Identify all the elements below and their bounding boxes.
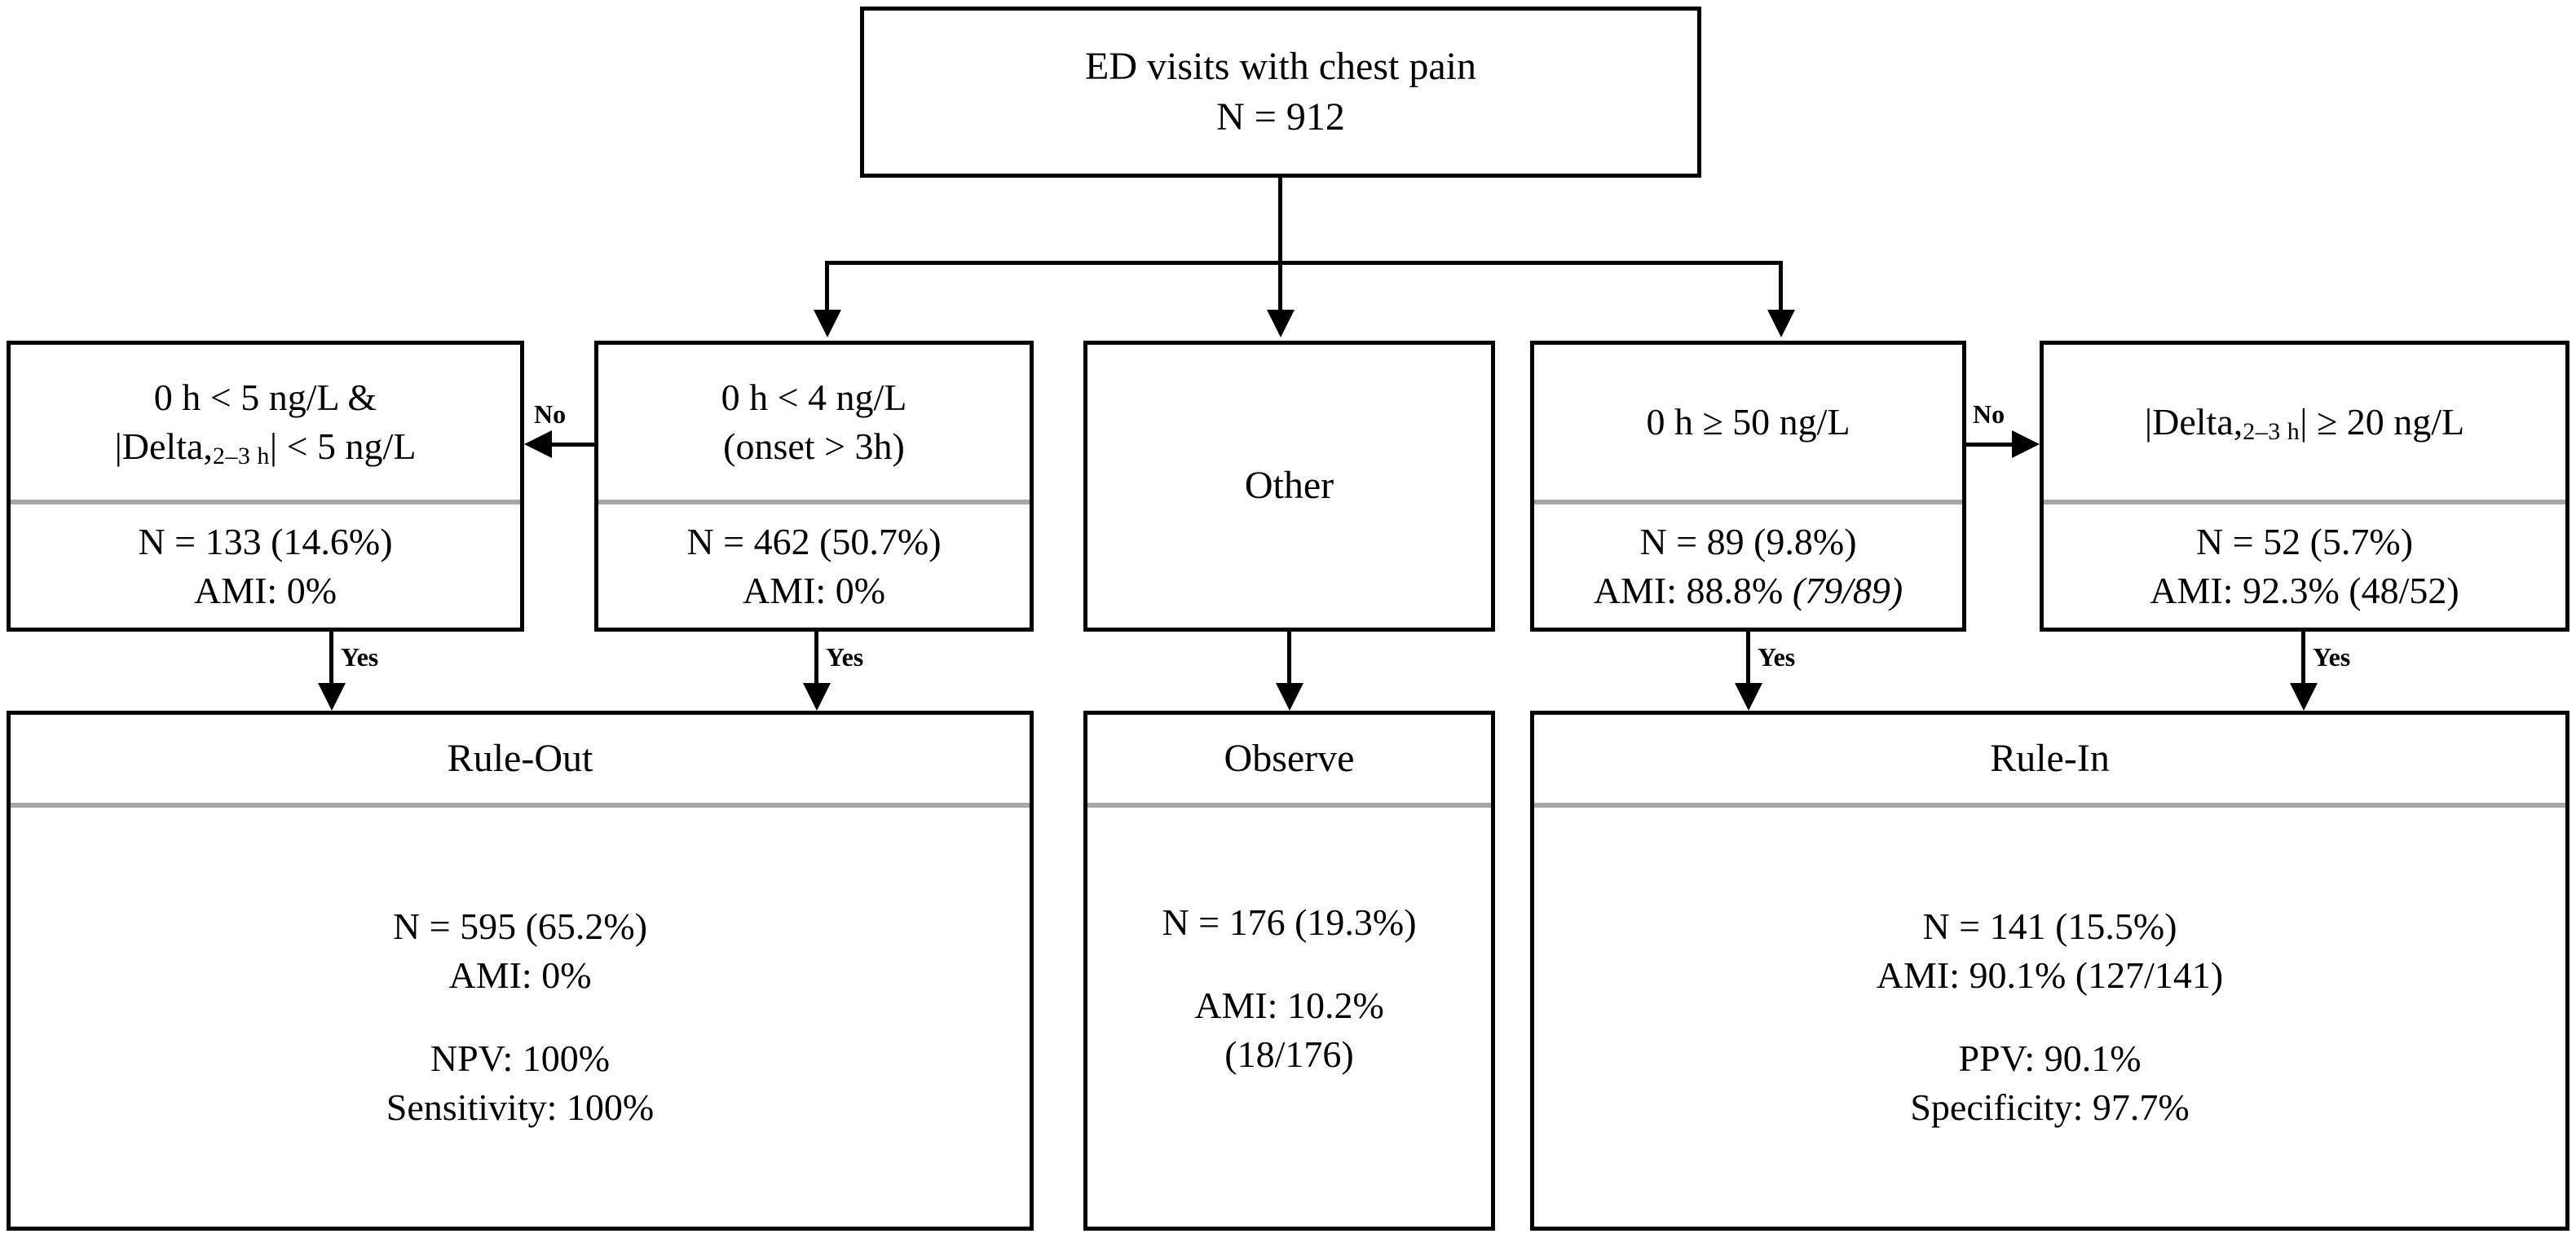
yes-connector-4 [1746,632,1750,687]
arrow-to-box2 [814,310,841,337]
outcome-line: AMI: 90.1% (127/141) [1876,954,2224,997]
criteria-header-3: Other [1087,345,1491,628]
criteria-stats-5: N = 52 (5.7%) AMI: 92.3% (48/52) [2044,504,2565,628]
yes-connector-5 [2301,632,2305,687]
yes-connector-2 [814,632,818,687]
outcome-line: AMI: 10.2% [1194,985,1384,1027]
edge-label-yes-5: Yes [2313,642,2351,672]
outcome-title-wrap-observe: Observe [1087,715,1491,803]
edge-label-yes-1: Yes [341,642,379,672]
outcome-line: Sensitivity: 100% [386,1086,655,1128]
arrow-to-box3 [1267,310,1295,337]
arrow-no-right [2012,430,2040,458]
outcome-line: AMI: 0% [448,954,592,997]
arrow-no-left [524,430,552,458]
outcome-title-wrap-rule-in: Rule-In [1534,715,2565,803]
outcome-title-rule-out: Rule-Out [447,736,593,780]
criteria-n-1: N = 133 (14.6%) [138,520,393,562]
criteria-ami-1: AMI: 0% [193,569,337,611]
outcome-divider-rule-out [11,803,1030,808]
arrow-yes-4 [1735,683,1762,711]
criteria-line-a-1: 0 h < 5 ng/L & [153,377,377,419]
root-box: ED visits with chest pain N = 912 [860,7,1701,178]
outcome-box-rule-in: Rule-In N = 141 (15.5%) AMI: 90.1% (127/… [1530,711,2569,1231]
criteria-box-rule-in-criterion: 0 h ≥ 50 ng/L N = 89 (9.8%) AMI: 88.8% (… [1530,341,1966,632]
criteria-ami-2: AMI: 0% [742,569,886,611]
box-divider-5 [2044,500,2565,504]
criteria-header-2: 0 h < 4 ng/L (onset > 3h) [598,345,1030,500]
criteria-n-5: N = 52 (5.7%) [2195,520,2414,562]
no-connector-right [1966,443,2014,447]
outcome-line: PPV: 90.1% [1958,1038,2142,1079]
criteria-ami-fraction-4: (79/89) [1792,569,1903,611]
no-connector-left [551,443,596,447]
arrow-yes-2 [803,683,831,711]
arrow-yes-5 [2290,683,2318,711]
outcome-line: N = 595 (65.2%) [392,905,648,948]
box-divider-1 [11,500,520,504]
box-divider-4 [1534,500,1962,504]
branch-drop-right [1779,261,1783,311]
root-stem [1278,178,1282,308]
criteria-line-b-2: (onset > 3h) [723,425,905,467]
criteria-header-1: 0 h < 5 ng/L & |Delta,2–3 h| < 5 ng/L [11,345,520,500]
delta-subscript-1: 2–3 h [212,443,270,469]
criteria-box-rule-out-criterion: 0 h < 5 ng/L & |Delta,2–3 h| < 5 ng/L N … [7,341,524,632]
criteria-stats-1: N = 133 (14.6%) AMI: 0% [11,504,520,628]
outcome-line: (18/176) [1224,1033,1354,1075]
outcome-box-rule-out: Rule-Out N = 595 (65.2%) AMI: 0% NPV: 10… [7,711,1034,1231]
criteria-line-a-2: 0 h < 4 ng/L [721,377,907,419]
box-divider-2 [598,500,1030,504]
criteria-n-2: N = 462 (50.7%) [686,520,942,562]
criteria-line-b-1: |Delta,2–3 h| < 5 ng/L [114,425,417,469]
criteria-header-5: |Delta,2–3 h| ≥ 20 ng/L [2044,345,2565,500]
criteria-stats-4: N = 89 (9.8%) AMI: 88.8% (79/89) [1534,504,1962,628]
criteria-ami-4: AMI: 88.8% (79/89) [1593,569,1903,611]
branch-bar [825,261,1783,265]
outcome-divider-observe [1087,803,1491,808]
outcome-title-rule-in: Rule-In [1990,736,2110,780]
criteria-line-a-3: Other [1244,464,1334,508]
criteria-ami-5: AMI: 92.3% (48/52) [2150,569,2459,611]
criteria-line-a-4: 0 h ≥ 50 ng/L [1646,401,1850,443]
branch-drop-center [1278,261,1282,311]
outcome-divider-rule-in [1534,803,2565,808]
criteria-box-delta-criterion: |Delta,2–3 h| ≥ 20 ng/L N = 52 (5.7%) AM… [2040,341,2569,632]
root-line-2: N = 912 [1216,95,1345,139]
outcome-box-observe: Observe N = 176 (19.3%) AMI: 10.2% (18/1… [1083,711,1495,1231]
delta-subscript-5: 2–3 h [2243,418,2300,446]
criteria-n-4: N = 89 (9.8%) [1639,520,1857,562]
criteria-header-4: 0 h ≥ 50 ng/L [1534,345,1962,500]
outcome-stats-rule-in: N = 141 (15.5%) AMI: 90.1% (127/141) PPV… [1534,808,2565,1227]
branch-drop-left [825,261,829,311]
root-line-1: ED visits with chest pain [1085,44,1476,88]
outcome-stats-rule-out: N = 595 (65.2%) AMI: 0% NPV: 100% Sensit… [11,808,1030,1227]
outcome-line: NPV: 100% [430,1038,611,1079]
yes-connector-1 [329,632,333,687]
criteria-box-other: Other [1083,341,1495,632]
criteria-stats-2: N = 462 (50.7%) AMI: 0% [598,504,1030,628]
outcome-line: Specificity: 97.7% [1910,1086,2190,1128]
edge-label-yes-2: Yes [826,642,864,672]
edge-label-no-right: No [1973,399,2005,429]
outcome-stats-observe: N = 176 (19.3%) AMI: 10.2% (18/176) [1087,808,1491,1227]
criteria-line-a-5: |Delta,2–3 h| ≥ 20 ng/L [2144,401,2465,446]
edge-label-no-left: No [534,399,567,429]
criteria-box-low-value-criterion: 0 h < 4 ng/L (onset > 3h) N = 462 (50.7%… [594,341,1034,632]
outcome-line: N = 176 (19.3%) [1162,901,1417,944]
arrow-to-box4 [1767,310,1795,337]
arrow-to-observe [1276,683,1303,711]
outcome-title-observe: Observe [1224,736,1355,780]
edge-label-yes-4: Yes [1758,642,1796,672]
outcome-line: N = 141 (15.5%) [1922,905,2177,948]
arrow-yes-1 [318,683,346,711]
observe-connector [1287,632,1291,687]
outcome-title-wrap-rule-out: Rule-Out [11,715,1030,803]
